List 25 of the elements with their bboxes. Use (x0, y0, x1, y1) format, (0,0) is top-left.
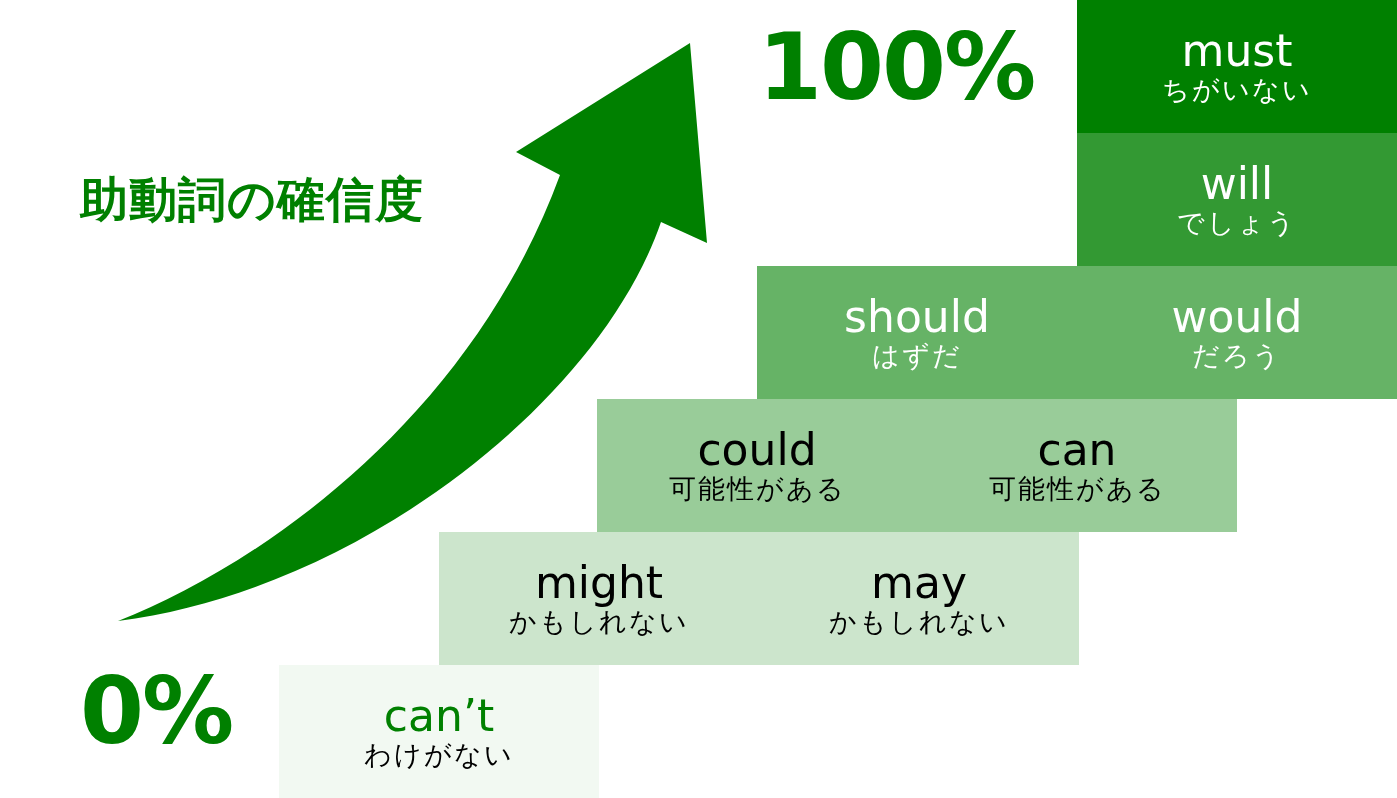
modal-verb: will (1200, 160, 1274, 207)
meaning-text: 可能性がある (668, 472, 846, 505)
modal-verb: should (844, 293, 990, 340)
meaning-text: ちがいない (1162, 73, 1312, 106)
scale-label: 0% (80, 658, 233, 765)
level-band (279, 665, 599, 798)
meaning-text: はずだ (872, 339, 962, 372)
modal-verb: might (534, 559, 664, 606)
modal-verb: may (871, 559, 967, 606)
modal-verb: can’t (383, 692, 495, 739)
meaning-text: でしょう (1177, 206, 1297, 239)
level-band (757, 266, 1397, 399)
modal-verb: could (697, 426, 817, 473)
level-band (1077, 133, 1397, 266)
level-band (439, 532, 1079, 665)
level-band (597, 399, 1237, 532)
modal-verb: would (1171, 293, 1303, 340)
scale-label: 100% (758, 14, 1035, 121)
modal-verb: must (1181, 27, 1293, 74)
modal-verb: can (1037, 426, 1117, 473)
meaning-text: だろう (1192, 339, 1282, 372)
meaning-text: 可能性がある (988, 472, 1166, 505)
meaning-text: わけがない (364, 738, 514, 771)
diagram-title: 助動詞の確信度 (80, 170, 424, 229)
level-band (1077, 0, 1397, 133)
